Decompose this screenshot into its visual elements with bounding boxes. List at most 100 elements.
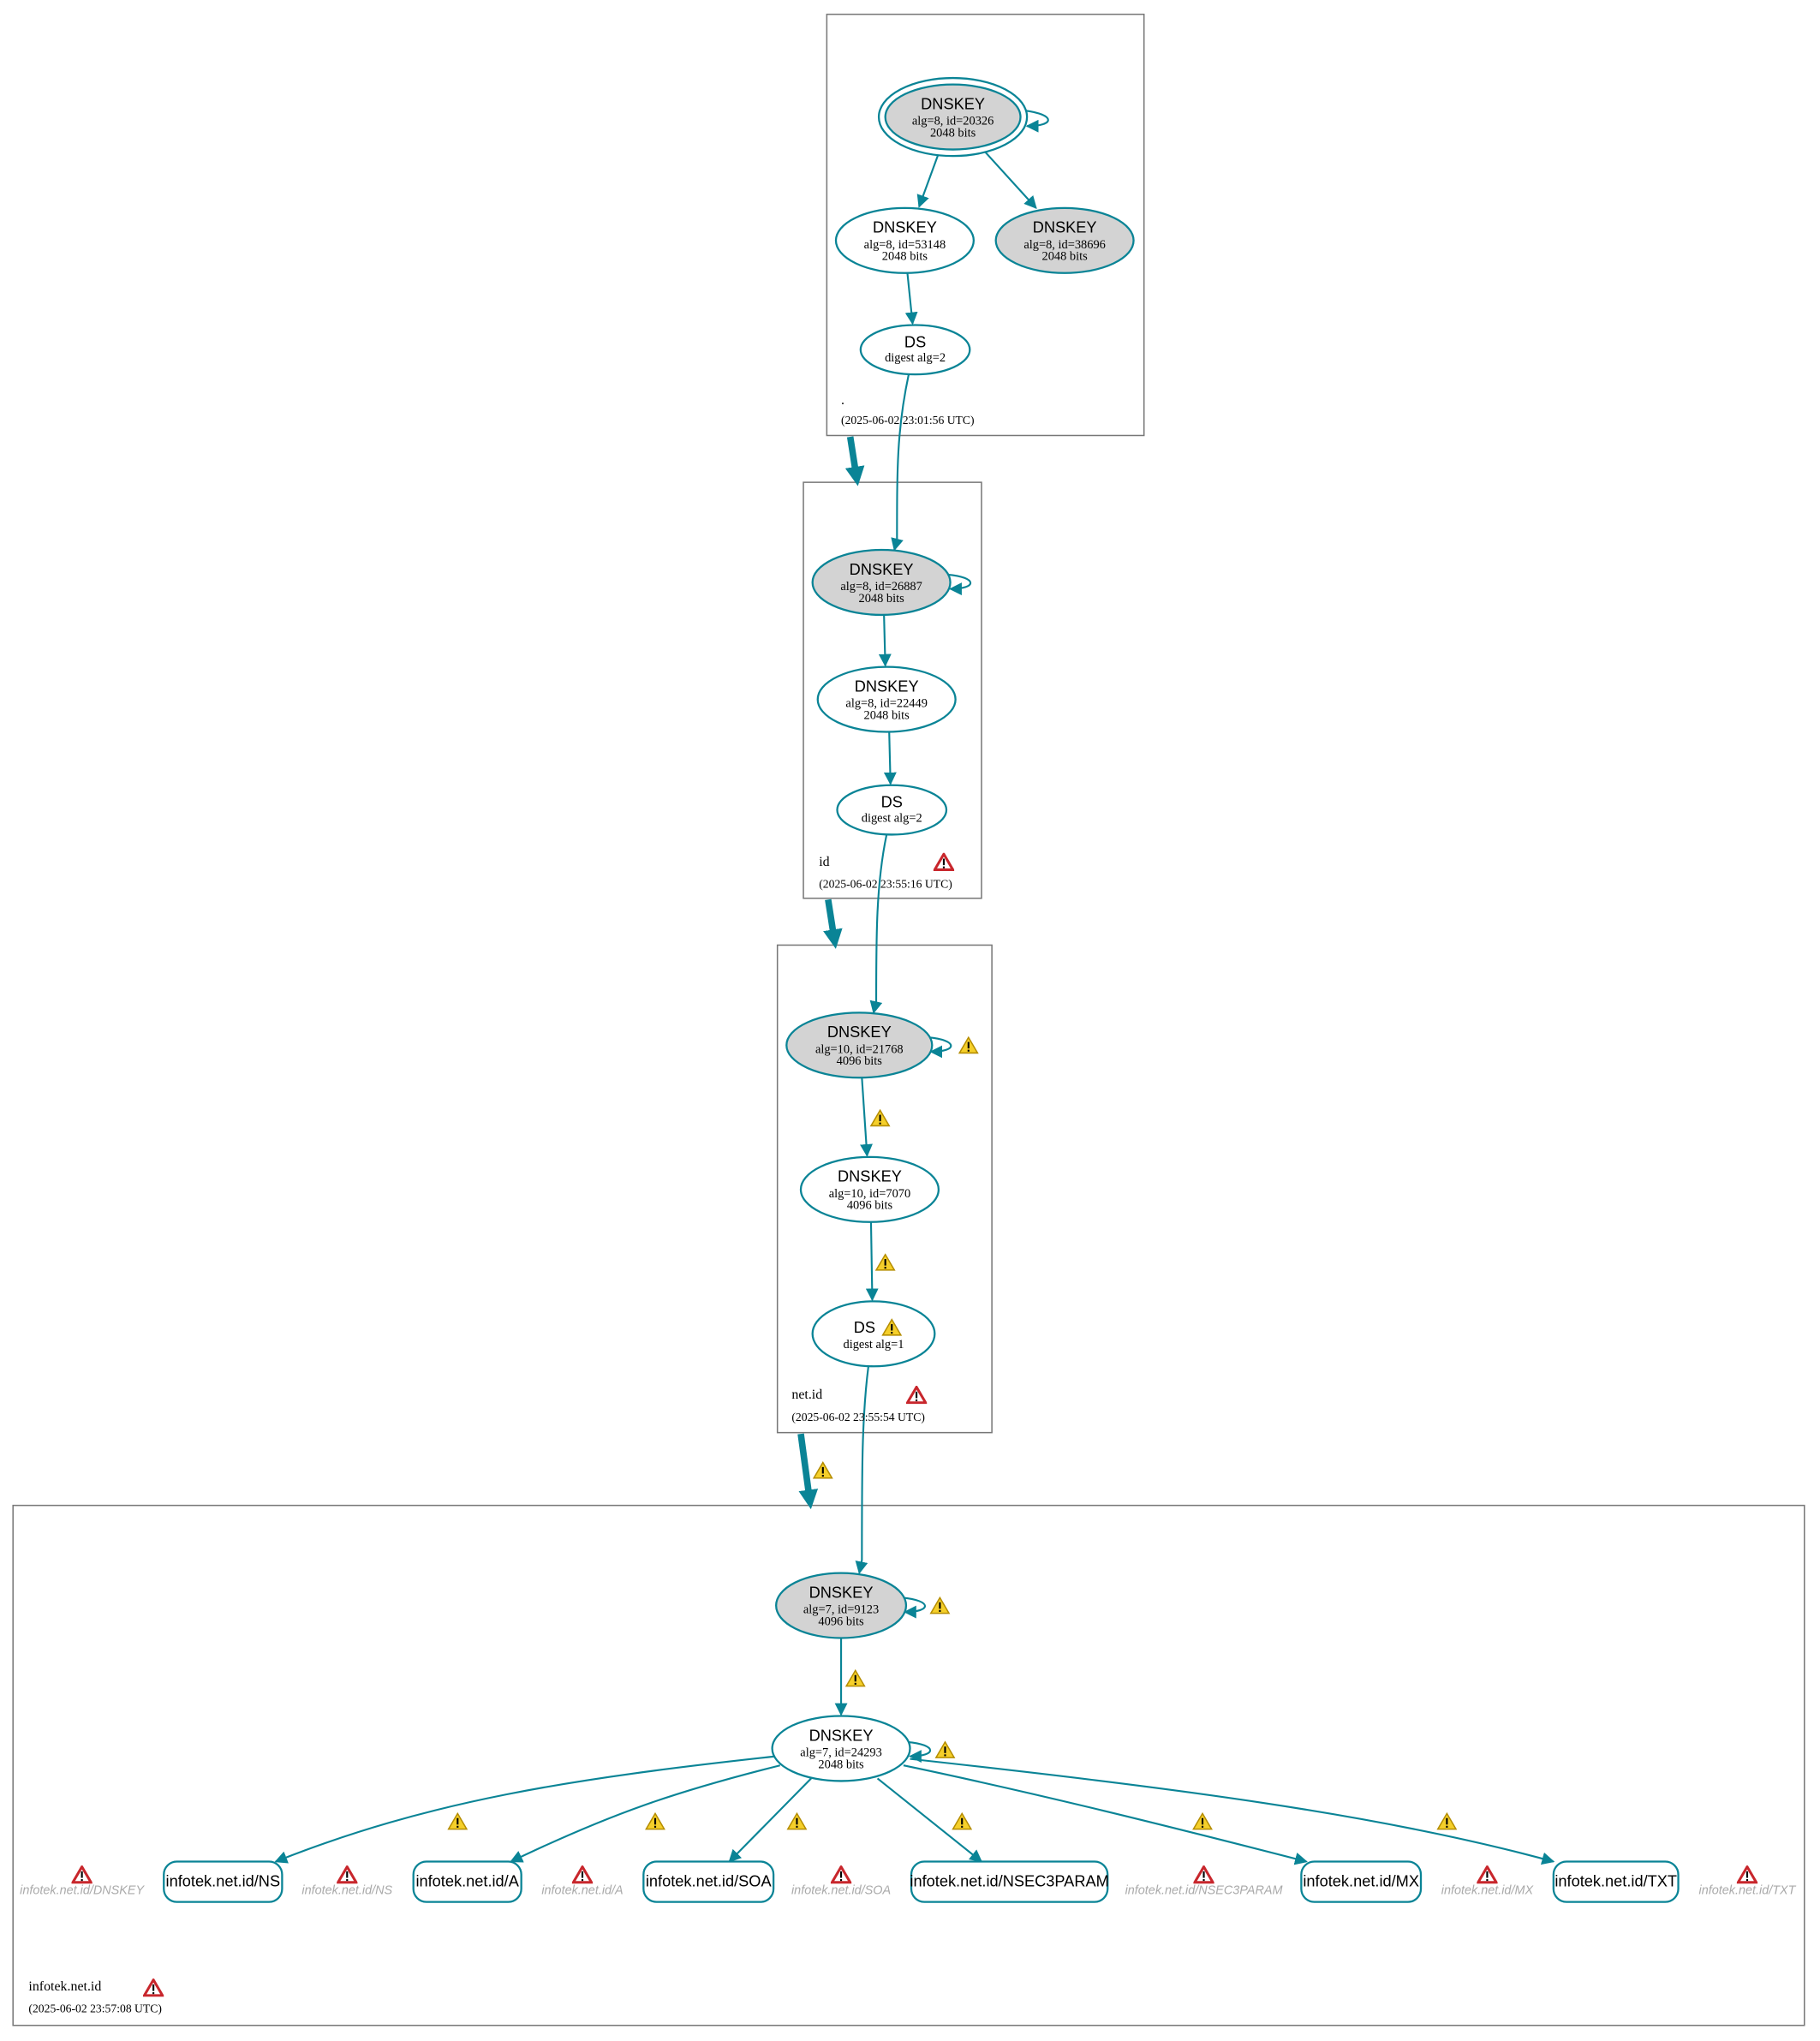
svg-text:DNSKEY: DNSKEY (827, 1023, 892, 1041)
svg-text:alg=7, id=24293: alg=7, id=24293 (800, 1746, 881, 1760)
svg-text:infotek.net.id/NS: infotek.net.id/NS (166, 1872, 281, 1889)
ds-node-net-id[interactable]: DS digest alg=1 (811, 1300, 936, 1368)
edge (916, 152, 940, 208)
svg-text:4096 bits: 4096 bits (837, 1054, 883, 1068)
error-node-ns[interactable]: infotek.net.id/NS (301, 1865, 393, 1898)
svg-text:infotek.net.id/DNSKEY: infotek.net.id/DNSKEY (20, 1883, 145, 1897)
svg-text:infotek.net.id/A: infotek.net.id/A (415, 1872, 519, 1889)
dnskey-node-53148[interactable]: DNSKEY alg=8, id=53148 2048 bits (834, 206, 976, 274)
svg-text:4096 bits: 4096 bits (818, 1614, 864, 1628)
edge (983, 150, 1037, 209)
rrset-node-txt[interactable]: infotek.net.id/TXT (1552, 1860, 1680, 1903)
dnskey-node-22449[interactable]: DNSKEY alg=8, id=22449 2048 bits (816, 665, 957, 733)
rrset-node-nsec3param[interactable]: infotek.net.id/NSEC3PARAM (910, 1860, 1109, 1903)
zone-name: net.id (791, 1388, 822, 1402)
zone-name: id (819, 855, 829, 869)
edge (876, 1777, 983, 1863)
edge (947, 573, 971, 596)
ds-node-id[interactable]: DS digest alg=2 (836, 784, 948, 836)
svg-text:DNSKEY: DNSKEY (1033, 219, 1097, 236)
zone-infotek-net-id (12, 1504, 1805, 2026)
svg-text:DNSKEY: DNSKEY (855, 677, 919, 695)
rrset-node-a[interactable]: infotek.net.id/A (412, 1860, 522, 1903)
zone-timestamp: (2025-06-02 23:55:16 UTC) (819, 878, 952, 892)
svg-text:2048 bits: 2048 bits (882, 250, 928, 264)
svg-text:DS: DS (854, 1319, 875, 1336)
svg-text:2048 bits: 2048 bits (1042, 250, 1089, 264)
edge (902, 1596, 926, 1619)
zone-timestamp: (2025-06-02 23:01:56 UTC) (841, 414, 975, 427)
edge (903, 1764, 1308, 1865)
rrset-node-mx[interactable]: infotek.net.id/MX (1300, 1860, 1423, 1903)
svg-text:infotek.net.id/MX: infotek.net.id/MX (1303, 1872, 1419, 1889)
svg-text:infotek.net.id/TXT: infotek.net.id/TXT (1699, 1883, 1797, 1897)
dnskey-node-20326[interactable]: DNSKEY alg=8, id=20326 2048 bits (877, 76, 1029, 158)
svg-text:2048 bits: 2048 bits (864, 708, 910, 722)
dnskey-node-26887[interactable]: DNSKEY alg=8, id=26887 2048 bits (811, 548, 952, 617)
error-node-soa[interactable]: infotek.net.id/SOA (791, 1865, 891, 1898)
svg-text:infotek.net.id/NSEC3PARAM: infotek.net.id/NSEC3PARAM (1125, 1883, 1283, 1897)
edge (855, 1366, 869, 1575)
edge (728, 1777, 812, 1863)
edge (1023, 109, 1049, 133)
zone-timestamp: (2025-06-02 23:55:54 UTC) (791, 1411, 925, 1424)
rrset-node-ns[interactable]: infotek.net.id/NS (163, 1860, 283, 1903)
svg-text:infotek.net.id/SOA: infotek.net.id/SOA (791, 1883, 891, 1897)
svg-text:DNSKEY: DNSKEY (809, 1584, 874, 1601)
ds-node-root[interactable]: DS digest alg=2 (859, 324, 971, 376)
svg-text:infotek.net.id/TXT: infotek.net.id/TXT (1554, 1872, 1677, 1889)
edge (274, 1755, 777, 1864)
delegation-arrow (844, 436, 865, 486)
dnskey-node-21768[interactable]: DNSKEY alg=10, id=21768 4096 bits (785, 1012, 934, 1079)
svg-text:infotek.net.id/SOA: infotek.net.id/SOA (646, 1872, 773, 1889)
svg-text:digest alg=1: digest alg=1 (844, 1338, 904, 1352)
zone-name: infotek.net.id (28, 1979, 101, 1994)
dnskey-node-9123[interactable]: DNSKEY alg=7, id=9123 4096 bits (775, 1572, 908, 1639)
zone-name: . (841, 393, 844, 408)
edge (891, 373, 910, 552)
svg-text:infotek.net.id/A: infotek.net.id/A (541, 1883, 623, 1897)
rrset-node-soa[interactable]: infotek.net.id/SOA (642, 1860, 775, 1903)
error-node-a[interactable]: infotek.net.id/A (541, 1865, 624, 1898)
edge (865, 1221, 879, 1302)
edge (910, 1758, 1555, 1865)
svg-text:digest alg=2: digest alg=2 (885, 351, 946, 365)
dnskey-node-38696[interactable]: DNSKEY alg=8, id=38696 2048 bits (994, 206, 1135, 274)
svg-text:infotek.net.id/NSEC3PARAM: infotek.net.id/NSEC3PARAM (910, 1872, 1108, 1889)
edge (928, 1036, 952, 1059)
warning-icon[interactable] (813, 1461, 833, 1479)
svg-text:DNSKEY: DNSKEY (873, 219, 937, 236)
edge (510, 1764, 780, 1863)
svg-text:alg=8, id=38696: alg=8, id=38696 (1023, 238, 1105, 252)
dnskey-node-24293[interactable]: DNSKEY alg=7, id=24293 2048 bits (771, 1715, 911, 1782)
edge (904, 272, 918, 325)
svg-text:infotek.net.id/NS: infotek.net.id/NS (301, 1883, 392, 1897)
edge (883, 731, 897, 785)
svg-text:DS: DS (904, 333, 926, 350)
svg-text:DNSKEY: DNSKEY (838, 1168, 902, 1185)
error-node-txt[interactable]: infotek.net.id/TXT (1699, 1865, 1797, 1898)
svg-text:2048 bits: 2048 bits (930, 126, 976, 140)
edge (878, 614, 892, 667)
svg-text:DNSKEY: DNSKEY (809, 1727, 874, 1744)
edge (860, 1077, 873, 1157)
svg-text:alg=7, id=9123: alg=7, id=9123 (803, 1603, 879, 1617)
svg-text:DNSKEY: DNSKEY (921, 95, 985, 112)
edge (869, 834, 888, 1014)
delegation-arrow (797, 1433, 819, 1510)
svg-text:alg=8, id=20326: alg=8, id=20326 (912, 115, 994, 128)
svg-text:infotek.net.id/MX: infotek.net.id/MX (1441, 1883, 1535, 1897)
zone-timestamp: (2025-06-02 23:57:08 UTC) (28, 2002, 162, 2016)
svg-text:DS: DS (881, 794, 903, 811)
svg-text:alg=8, id=53148: alg=8, id=53148 (864, 238, 946, 252)
svg-text:4096 bits: 4096 bits (847, 1199, 893, 1213)
svg-text:DNSKEY: DNSKEY (850, 561, 914, 578)
error-node-mx[interactable]: infotek.net.id/MX (1441, 1865, 1535, 1898)
dnskey-node-7070[interactable]: DNSKEY alg=10, id=7070 4096 bits (799, 1155, 940, 1223)
error-node-dnskey[interactable]: infotek.net.id/DNSKEY (20, 1865, 145, 1898)
svg-text:alg=8, id=26887: alg=8, id=26887 (840, 580, 922, 594)
svg-text:alg=8, id=22449: alg=8, id=22449 (845, 697, 927, 711)
error-node-nsec3param[interactable]: infotek.net.id/NSEC3PARAM (1125, 1865, 1283, 1898)
svg-text:2048 bits: 2048 bits (858, 592, 904, 606)
